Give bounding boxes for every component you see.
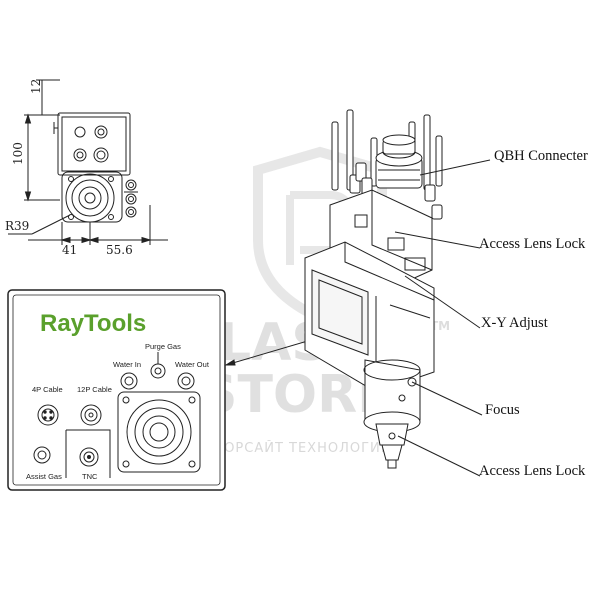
dimension-radius: R39 (5, 219, 29, 233)
callout-xy-adjust: X-Y Adjust (481, 315, 548, 331)
dimension-width-left: 41 (62, 243, 77, 257)
callout-access-lens-lock-bottom: Access Lens Lock (479, 463, 586, 479)
cutting-head (304, 109, 443, 469)
dimensioned-view (8, 79, 168, 245)
label-tnc: TNC (82, 472, 98, 481)
label-assist-gas: Assist Gas (26, 472, 62, 481)
label-4p-cable: 4P Cable (32, 385, 63, 394)
label-water-in: Water In (113, 360, 141, 369)
callout-qbh-connecter: QBH Connecter (494, 148, 588, 164)
connector-inset: RayTools (7, 289, 226, 491)
brand-logo: RayTools (40, 310, 146, 337)
watermark-subtitle: ФОРСАЙТ ТЕХНОЛОГИИ (212, 440, 391, 456)
dimension-height: 100 (11, 142, 25, 165)
inset-ports (33, 352, 201, 478)
label-purge-gas: Purge Gas (145, 342, 181, 351)
dimension-top: 12 (29, 79, 43, 94)
label-water-out: Water Out (175, 360, 210, 369)
callout-focus: Focus (485, 402, 520, 418)
label-12p-cable: 12P Cable (77, 385, 112, 394)
callout-leaders (394, 159, 491, 477)
dimension-width-right: 55.6 (106, 243, 133, 257)
callout-access-lens-lock-top: Access Lens Lock (479, 236, 586, 252)
watermark-tm: TM (430, 319, 450, 333)
